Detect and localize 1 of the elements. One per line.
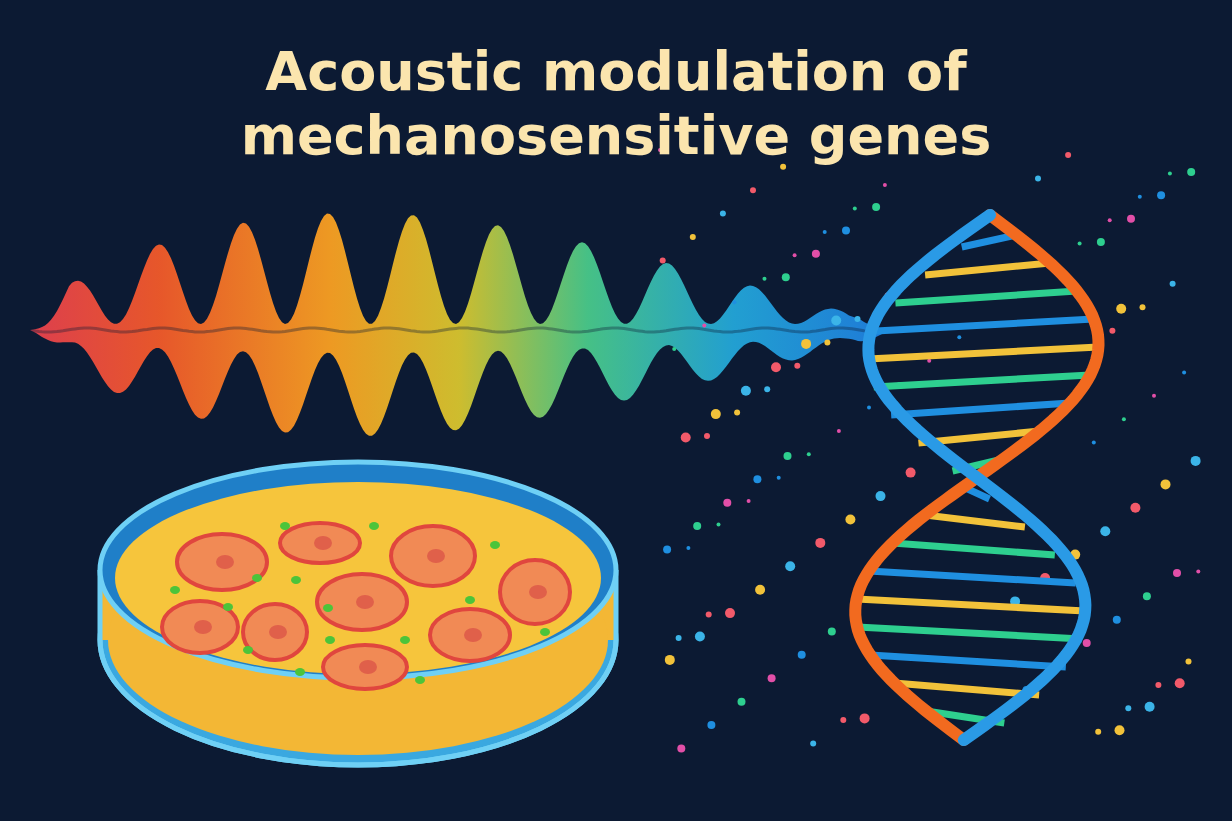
title: Acoustic modulation of mechanosensitive genes: [239, 40, 993, 168]
